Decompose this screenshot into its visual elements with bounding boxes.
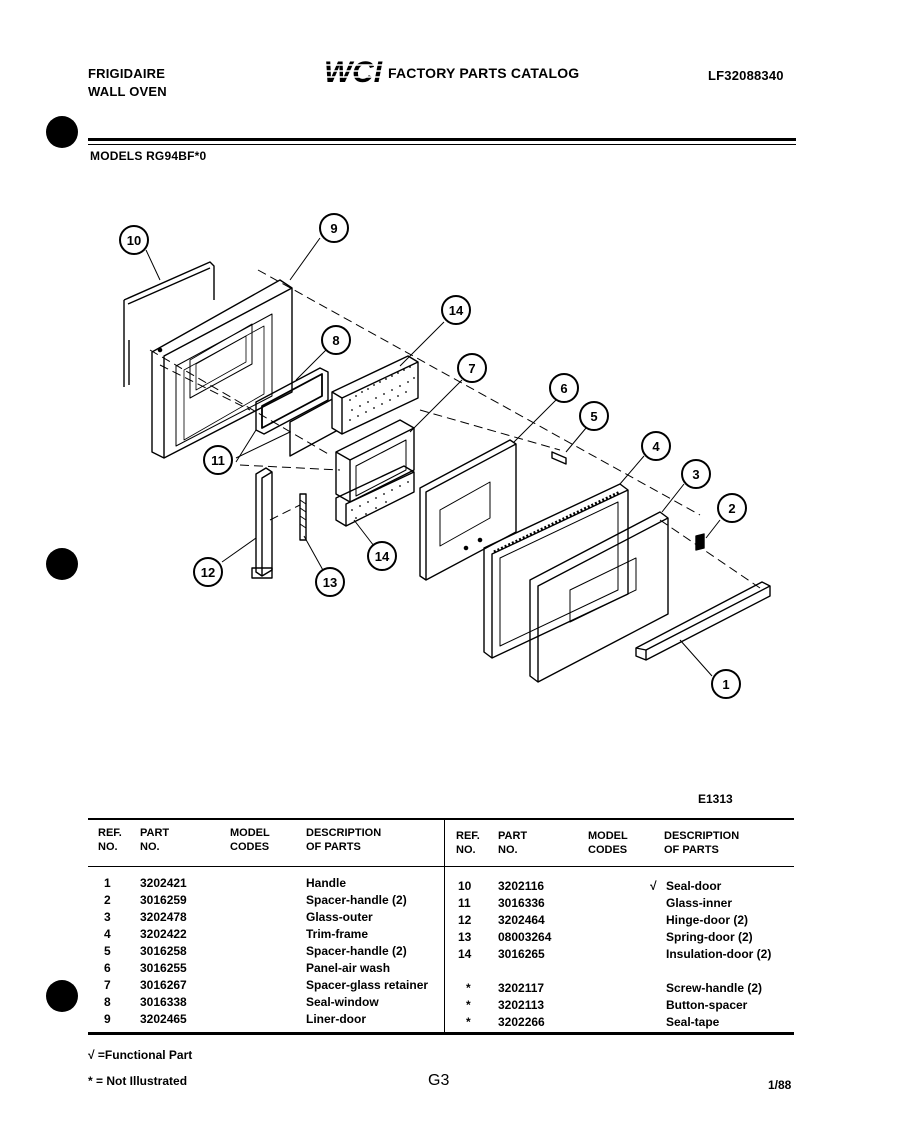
svg-text:6: 6	[560, 381, 567, 396]
svg-text:5: 5	[590, 409, 597, 424]
binder-hole-middle	[46, 548, 78, 580]
brand-line-1: FRIGIDAIRE	[88, 66, 166, 81]
callout-5: 5	[579, 401, 609, 431]
header-model-right: MODEL CODES	[588, 830, 628, 856]
svg-text:1: 1	[722, 677, 729, 692]
part-11-glass-inner	[289, 395, 339, 457]
part-10-seal-door	[123, 261, 215, 387]
part-2-spacer-handle	[695, 533, 705, 551]
part-3-glass-outer	[529, 511, 669, 683]
wci-logo: WCI	[322, 56, 384, 89]
part-6-panel-air-wash	[419, 439, 517, 581]
callout-12: 12	[193, 557, 223, 587]
functional-part-legend: √ =Functional Part	[88, 1048, 193, 1062]
header-part-left: PART NO.	[140, 827, 170, 853]
header-desc-right: DESCRIPTION OF PARTS	[664, 830, 740, 856]
part-7-spacer-glass-retainer	[335, 419, 415, 503]
catalog-title: FACTORY PARTS CATALOG	[388, 65, 580, 81]
svg-text:9: 9	[330, 221, 337, 236]
catalog-number: LF32088340	[708, 68, 784, 83]
callout-3: 3	[681, 459, 711, 489]
callout-14-bottom: 14	[367, 541, 397, 571]
part-1-handle	[635, 581, 771, 661]
header-model-left: MODEL CODES	[230, 827, 270, 853]
header-desc-left: DESCRIPTION OF PARTS	[306, 827, 382, 853]
callout-7: 7	[457, 353, 487, 383]
page-number: G3	[428, 1072, 450, 1089]
table-bottom-rule	[88, 1032, 794, 1035]
exploded-door-diagram: 10 9 14 8 7 6 5 4 3 2 11 12 13 14 1	[119, 213, 771, 699]
issue-date: 1/88	[768, 1078, 792, 1092]
binder-hole-top	[46, 116, 78, 148]
header-rule-thin	[88, 144, 796, 145]
callout-8: 8	[321, 325, 351, 355]
svg-text:3: 3	[692, 467, 699, 482]
callout-10: 10	[119, 225, 149, 255]
binder-hole-bottom	[46, 980, 78, 1012]
callout-9: 9	[319, 213, 349, 243]
callout-4: 4	[641, 431, 671, 461]
part-14-insulation-top	[331, 355, 419, 435]
not-illustrated-legend: * = Not Illustrated	[88, 1074, 188, 1088]
brand-line-2: WALL OVEN	[88, 84, 167, 99]
callout-1: 1	[711, 669, 741, 699]
logo-text: WCI	[324, 56, 383, 86]
svg-text:8: 8	[332, 333, 339, 348]
svg-text:12: 12	[201, 565, 215, 580]
part-4-trim-frame	[483, 483, 629, 659]
callout-2: 2	[717, 493, 747, 523]
svg-text:14: 14	[449, 303, 464, 318]
svg-text:14: 14	[375, 549, 390, 564]
svg-text:13: 13	[323, 575, 337, 590]
figure-id: E1313	[698, 792, 733, 806]
callout-13: 13	[315, 567, 345, 597]
functional-part-mark: √	[650, 879, 657, 893]
table-top-rule	[88, 818, 794, 820]
models-line: MODELS RG94BF*0	[90, 149, 207, 163]
header-part-right: PART NO.	[498, 830, 528, 856]
svg-text:10: 10	[127, 233, 141, 248]
header-rule-thick	[88, 138, 796, 141]
callout-11: 11	[203, 445, 233, 475]
svg-text:2: 2	[728, 501, 735, 516]
part-12-hinge-door	[251, 467, 273, 579]
part-5-spacer-handle	[551, 451, 567, 465]
header-ref-right: REF. NO.	[456, 830, 480, 856]
svg-text:4: 4	[652, 439, 660, 454]
part-9-liner-door	[151, 279, 293, 459]
part-13-spring-door	[299, 493, 307, 541]
callout-14-top: 14	[441, 295, 471, 325]
callout-6: 6	[549, 373, 579, 403]
svg-text:11: 11	[211, 453, 225, 468]
table-header-rule	[88, 866, 794, 867]
svg-text:7: 7	[468, 361, 475, 376]
part-14-insulation-bottom	[335, 465, 415, 527]
table-center-divider	[444, 820, 445, 1032]
header-ref-left: REF. NO.	[98, 827, 122, 853]
